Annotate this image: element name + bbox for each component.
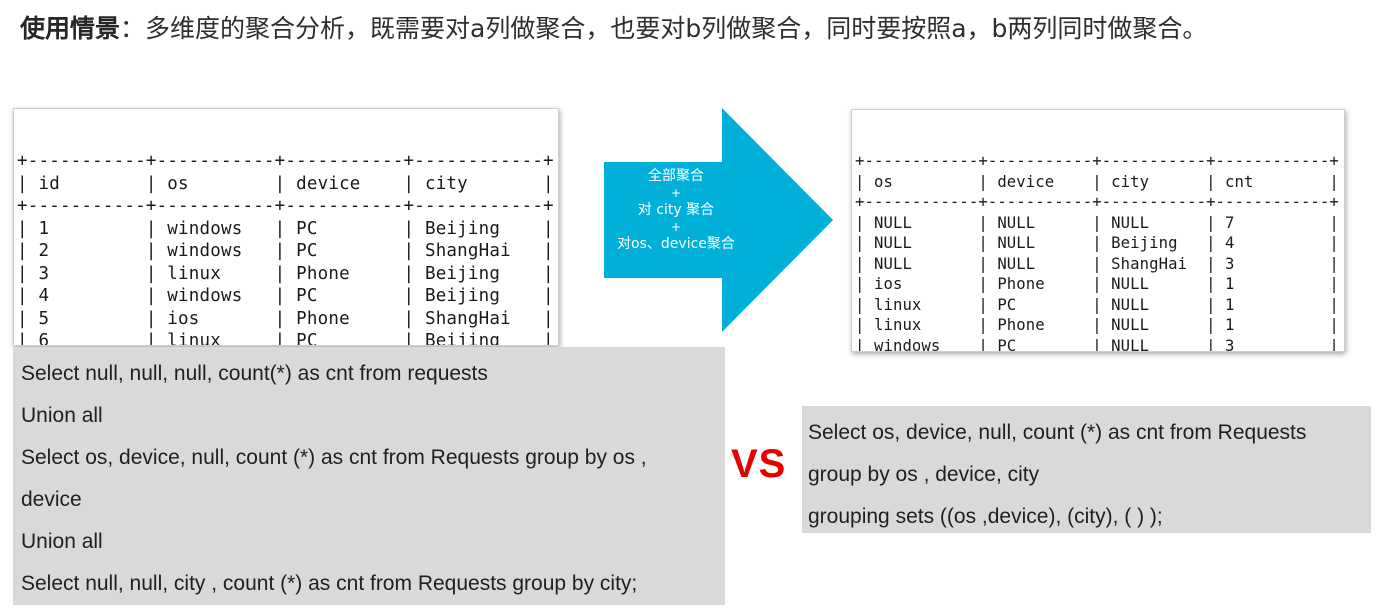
arrow-label: 全部聚合 + 对 city 聚合 + 对os、device聚合	[604, 166, 748, 254]
result-table-text: +------------+-----------+-----------+--…	[855, 152, 1339, 352]
vs-label: VS	[731, 442, 787, 486]
source-table-text: +-----------+-----------+-----------+---…	[17, 151, 554, 346]
union-all-sql: Select null, null, null, count(*) as cnt…	[13, 347, 725, 605]
arrow-line-2: 对 city 聚合	[637, 202, 715, 218]
sql-line: device	[21, 488, 82, 511]
sql-line: Select os, device, null, count (*) as cn…	[21, 446, 647, 469]
transform-arrow: 全部聚合 + 对 city 聚合 + 对os、device聚合	[604, 108, 834, 332]
sql-line: grouping sets ((os ,device), (city), ( )…	[808, 505, 1163, 528]
result-table: +------------+-----------+-----------+--…	[851, 109, 1345, 352]
arrow-plus-2: +	[670, 220, 682, 234]
arrow-line-1: 全部聚合	[648, 168, 704, 184]
sql-line: Select null, null, null, count(*) as cnt…	[21, 362, 488, 385]
sql-line: Union all	[21, 530, 103, 553]
heading-text: ：多维度的聚合分析，既需要对a列做聚合，也要对b列做聚合，同时要按照a，b两列同…	[120, 14, 1208, 43]
sql-line: group by os , device, city	[808, 463, 1040, 486]
sql-line: Select os, device, null, count (*) as cn…	[808, 421, 1307, 444]
heading: 使用情景：多维度的聚合分析，既需要对a列做聚合，也要对b列做聚合，同时要按照a，…	[20, 4, 1365, 54]
arrow-plus-1: +	[670, 186, 682, 200]
sql-line: Select null, null, city , count (*) as c…	[21, 572, 638, 595]
arrow-line-3: 对os、device聚合	[617, 236, 735, 252]
arrow-shape-icon	[604, 108, 833, 332]
grouping-sets-sql: Select os, device, null, count (*) as cn…	[802, 406, 1371, 533]
heading-bold: 使用情景	[20, 14, 121, 43]
source-table: +-----------+-----------+-----------+---…	[13, 108, 559, 346]
sql-line: Union all	[21, 404, 103, 427]
